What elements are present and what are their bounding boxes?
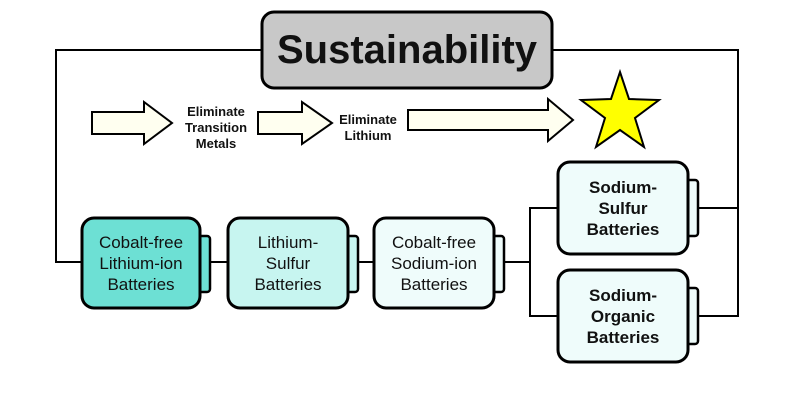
- connector-left-loop: [55, 49, 262, 263]
- battery-label-cobalt-free-li-ion: Cobalt-free Lithium-ion Batteries: [98, 232, 184, 294]
- title-box: [260, 10, 554, 90]
- block-arrow-right-icon: [257, 100, 334, 146]
- battery-icon: [226, 216, 350, 310]
- battery-icon: [556, 268, 690, 364]
- star-icon: [578, 68, 662, 150]
- battery-label-sodium-sulfur: Sodium- Sulfur Batteries: [586, 177, 660, 239]
- connector-lines: [55, 49, 739, 317]
- block-arrow-right-icon: [407, 96, 575, 144]
- block-arrow-right-icon: [91, 100, 174, 146]
- connector-right-loop: [552, 49, 739, 317]
- battery-icon: [80, 216, 202, 310]
- step-label-eliminate-lithium: Eliminate Lithium: [339, 112, 397, 143]
- connector-branch: [529, 207, 558, 317]
- battery-label-cobalt-free-na-ion: Cobalt-free Sodium-ion Batteries: [391, 232, 477, 294]
- step-label-eliminate-transition-metals: Eliminate Transition Metals: [184, 104, 248, 151]
- page-title: Sustainability: [276, 27, 538, 72]
- battery-label-sodium-organic: Sodium- Organic Batteries: [586, 285, 660, 347]
- battery-icon: [372, 216, 496, 310]
- battery-icon: [556, 160, 690, 256]
- battery-label-lithium-sulfur: Lithium- Sulfur Batteries: [254, 232, 322, 294]
